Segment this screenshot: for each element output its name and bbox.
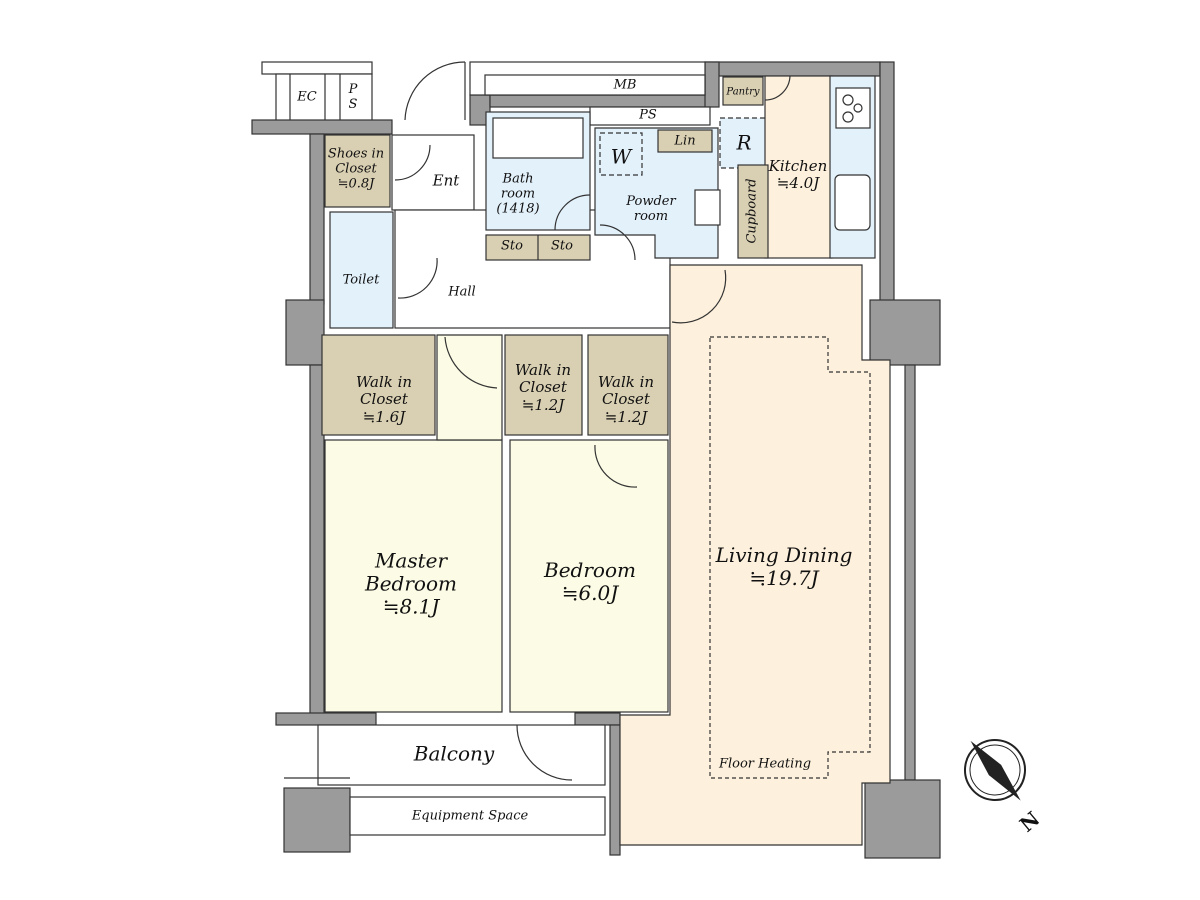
ec-top [261,61,373,75]
equipment-space-label: Equipment Space [411,808,529,824]
toilet-label: Toilet [342,272,380,288]
compass-icon [964,739,1026,801]
ps-label: PS [639,107,657,123]
bedroom-label: Bedroom≒6.0J [544,558,636,605]
ps-top-label: P S [348,82,358,112]
refrigerator-label: R [736,130,752,155]
mb-label: MB [613,77,637,93]
kitchen-label: Kitchen≒4.0J [768,156,828,192]
ec-label: EC [297,89,317,105]
balcony-label: Balcony [413,741,495,766]
hall-label: Hall [448,284,476,300]
ec-shaft [275,73,373,123]
pantry-label: Pantry [726,86,760,98]
floor-heating-label: Floor Heating [718,756,812,772]
washer-label: W [610,144,632,169]
storage-label-1: Sto [501,238,523,254]
linen-label: Lin [674,133,696,149]
living-dining-label: Living Dining≒19.7J [715,543,853,590]
cupboard-label: Cupboard [744,178,760,244]
storage-label-2: Sto [551,238,573,254]
ent-label: Ent [432,171,460,190]
walls [251,61,941,859]
